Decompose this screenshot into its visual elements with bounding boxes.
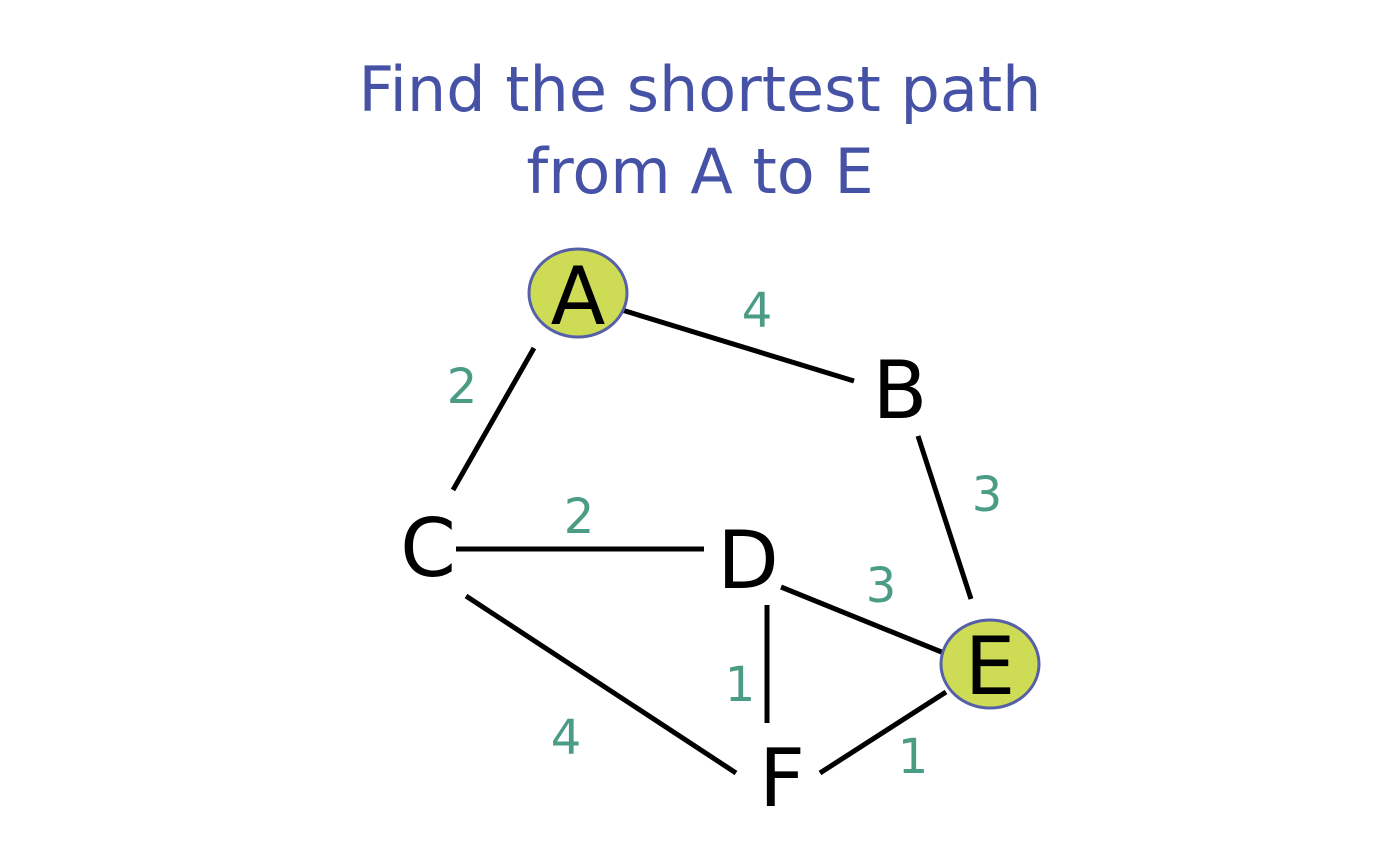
edge-a-c (450, 346, 537, 492)
edge-a-b (621, 307, 855, 384)
weight-c-f: 4 (551, 710, 582, 766)
edge-c-f (464, 593, 738, 776)
title-line-1: Find the shortest path (358, 53, 1042, 126)
title-line-2: from A to E (526, 135, 874, 208)
edge-f-e (818, 689, 948, 776)
weight-f-e: 1 (898, 729, 929, 785)
edge-d-e (780, 584, 945, 656)
weight-b-e: 3 (972, 467, 1003, 523)
node-a-highlight (527, 247, 629, 339)
edge-b-e (915, 435, 974, 600)
node-f-label: F (759, 732, 805, 825)
node-c-label: C (400, 502, 456, 595)
weight-a-c: 2 (447, 359, 478, 415)
weight-d-e: 3 (866, 558, 897, 614)
weight-d-f: 1 (725, 657, 756, 713)
node-a-label: A (551, 250, 606, 343)
node-e-highlight (939, 618, 1041, 710)
edges (450, 307, 974, 776)
weight-a-b: 4 (742, 283, 773, 339)
node-d-label: D (717, 514, 779, 607)
weight-c-d: 2 (564, 489, 595, 545)
node-b-label: B (873, 344, 928, 437)
node-e-label: E (965, 620, 1016, 713)
